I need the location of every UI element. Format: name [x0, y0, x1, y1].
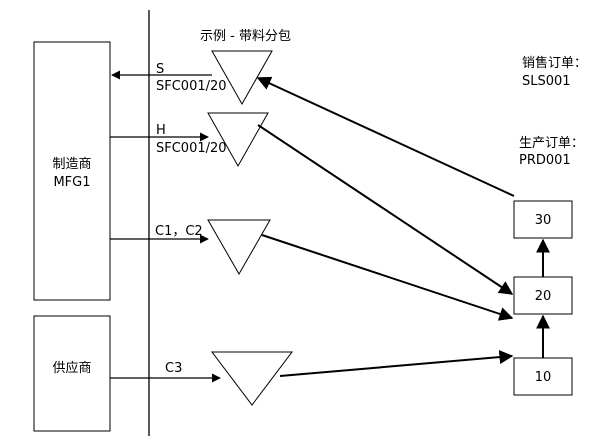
supplier-name: 供应商	[52, 360, 91, 376]
operation-number: 10	[535, 370, 552, 385]
diagram-title: 示例 - 带料分包	[200, 29, 291, 44]
operation-number: 20	[535, 289, 552, 304]
manufacturer-name: 制造商	[52, 157, 91, 172]
op-30-to-s-arrow	[256, 76, 515, 197]
inventory-triangle-c3	[210, 351, 294, 406]
flow-h-ref: SFC001/20	[156, 141, 227, 156]
production-order-code: PRD001	[519, 153, 571, 168]
production-order-label: 生产订单：	[519, 136, 584, 151]
manufacturer-code: MFG1	[53, 175, 90, 190]
inventory-triangle-s	[211, 50, 273, 106]
h-to-op-20-arrow	[257, 124, 514, 295]
inventory-triangle-c12	[207, 219, 271, 276]
operation-box-30: 30	[513, 200, 573, 239]
flow-s-ref: SFC001/20	[156, 79, 227, 94]
flow-s-label: S	[156, 62, 164, 77]
operation-box-10: 10	[513, 357, 573, 396]
sales-order-label: 销售订单：	[522, 55, 587, 71]
c12-to-op-20-arrow	[261, 234, 514, 321]
supplier-box: 供应商	[33, 315, 111, 432]
manufacturer-box: 制造商 MFG1	[33, 41, 111, 301]
operation-box-20: 20	[513, 276, 573, 315]
c3-to-op-10-arrow	[279, 350, 514, 377]
flow-h-label: H	[156, 123, 166, 138]
sales-order-code: SLS001	[522, 74, 571, 89]
flow-c3-label: C3	[165, 361, 182, 376]
operation-number: 30	[535, 213, 552, 228]
inventory-triangle-h	[207, 112, 269, 168]
flow-c12-label: C1，C2	[155, 224, 203, 239]
